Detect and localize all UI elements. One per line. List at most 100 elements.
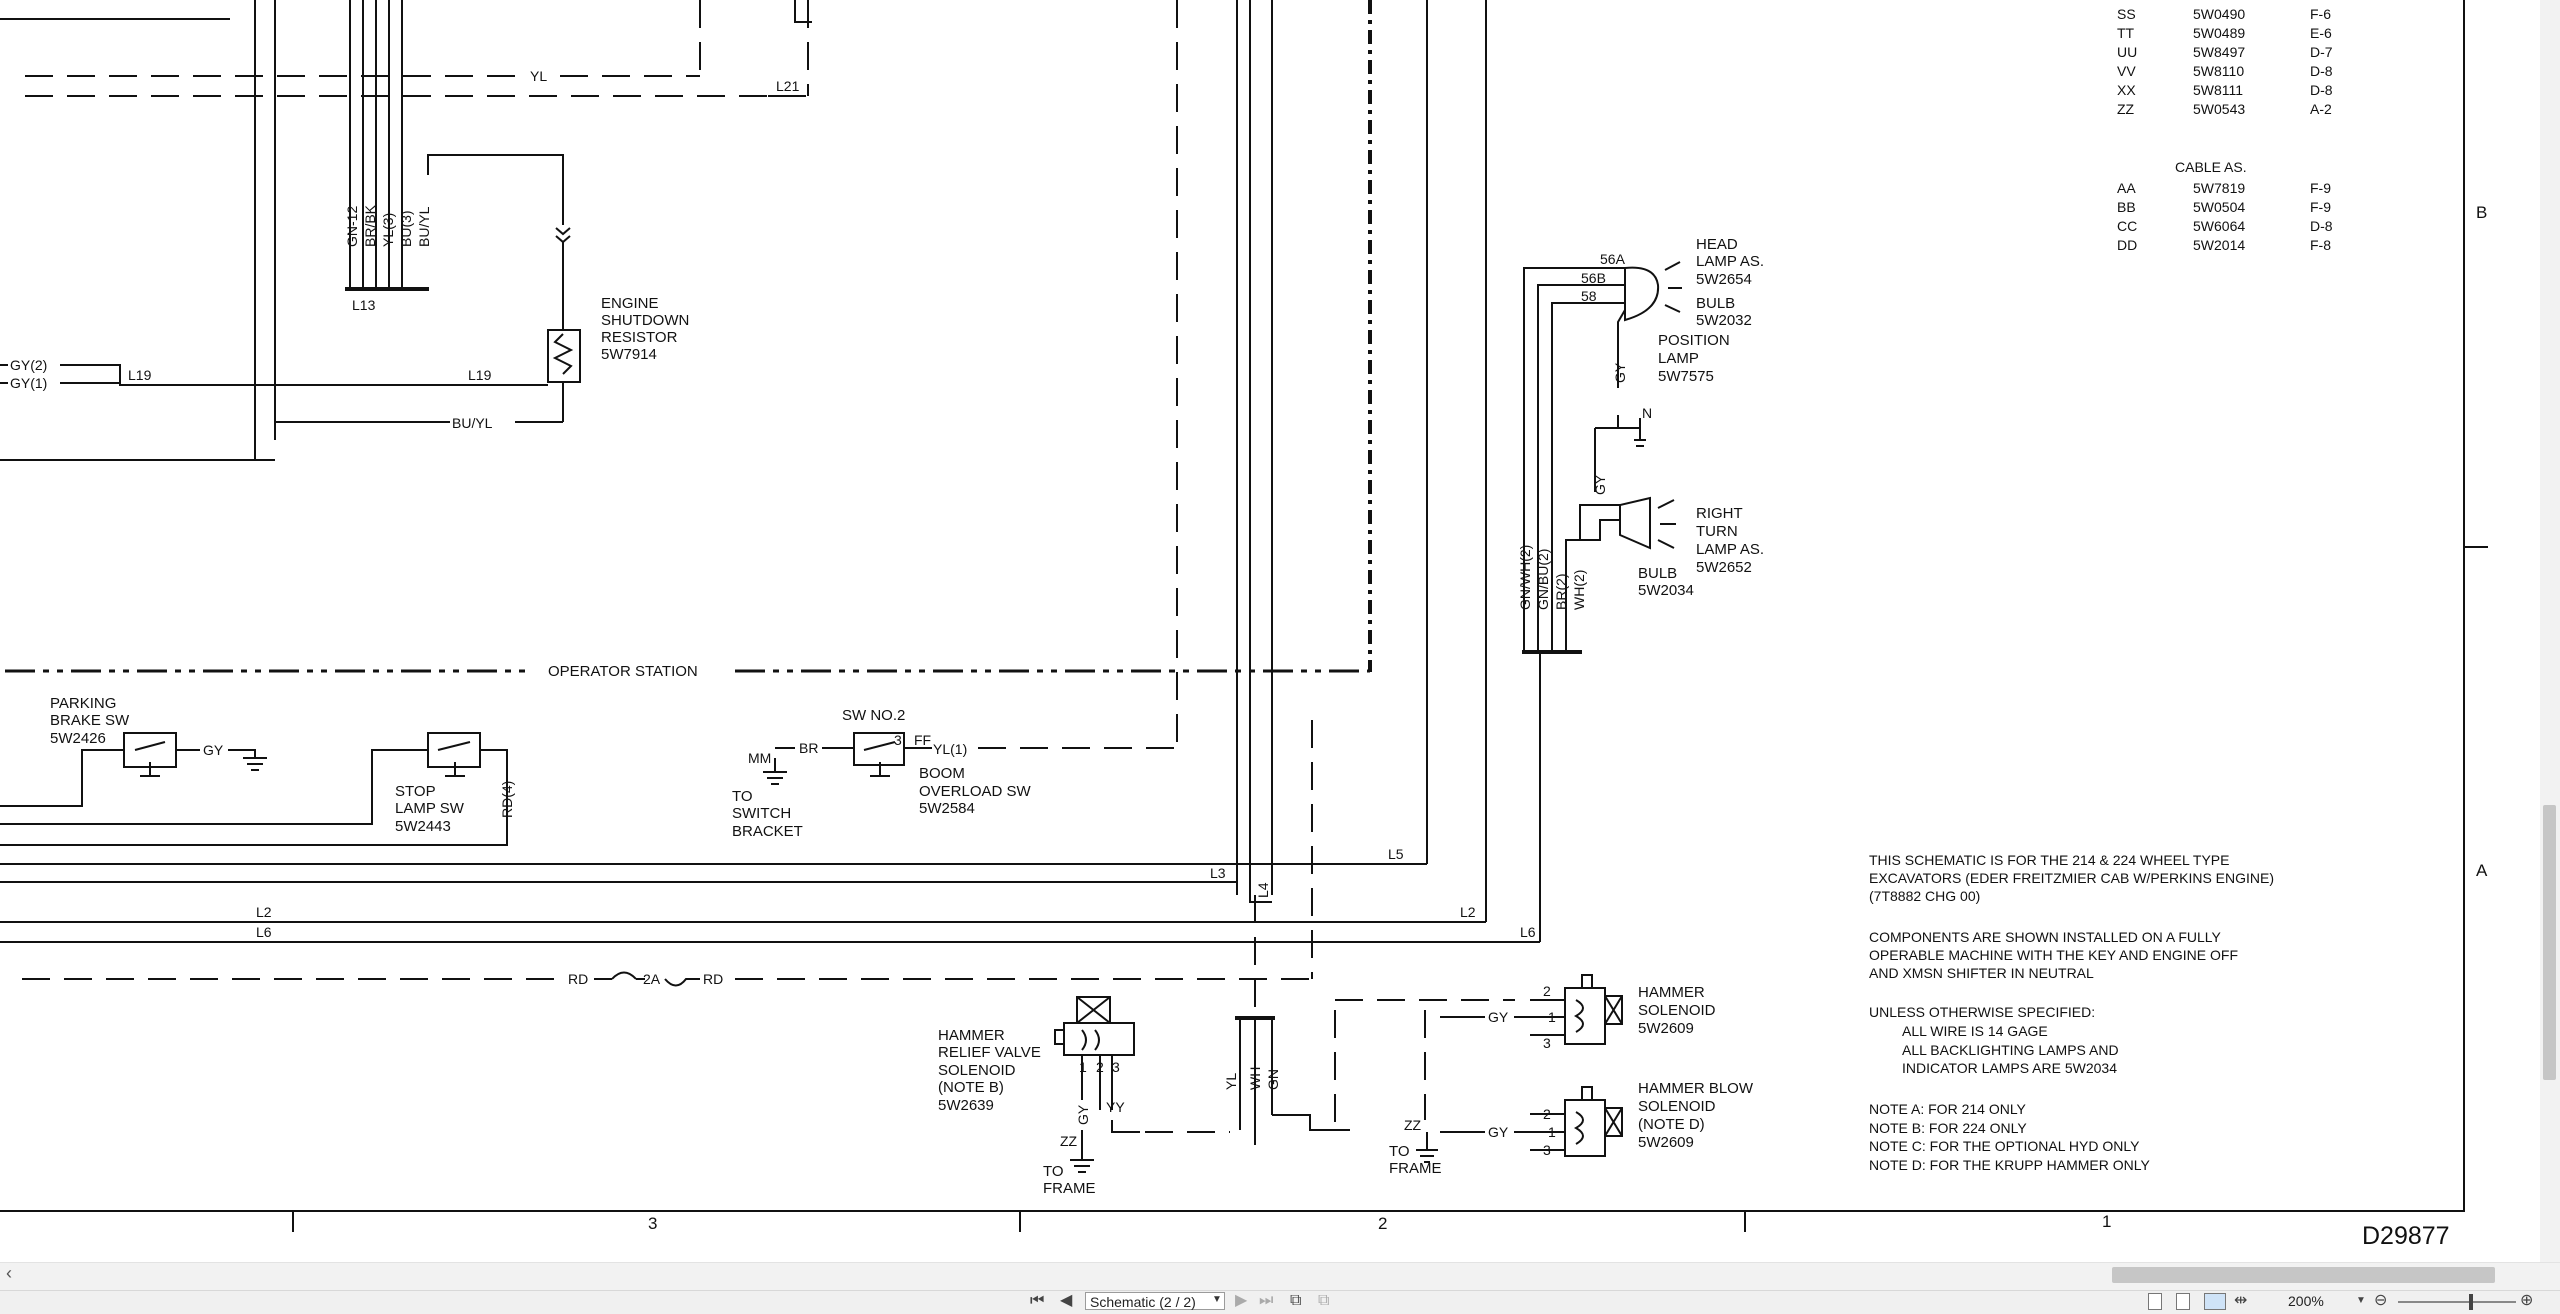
next-page-icon[interactable]: ▶	[1235, 1292, 1248, 1309]
to-frame-label-2: FRAME	[1389, 1160, 1442, 1177]
forward-view-icon[interactable]: ⧉	[1318, 1292, 1330, 1309]
note-line: NOTE C: FOR THE OPTIONAL HYD ONLY	[1869, 1138, 2140, 1154]
table-cell: AA	[2117, 180, 2136, 196]
wire-label-l6: L6	[256, 924, 272, 940]
fuse-label: 2A	[643, 971, 661, 987]
table-cell: 5W6064	[2193, 218, 2245, 234]
table-cell: F-6	[2310, 6, 2331, 22]
pin-label: 3	[1112, 1059, 1120, 1075]
hammer-relief-label: (NOTE B)	[938, 1079, 1004, 1096]
hammer-relief-label: SOLENOID	[938, 1062, 1016, 1079]
head-lamp-label: HEAD	[1696, 236, 1738, 253]
harness-label: WH	[1247, 1067, 1263, 1090]
zoom-dropdown-icon[interactable]: ▼	[2356, 1295, 2366, 1306]
connector-table: SS 5W0490 F-6 TT 5W0489 E-6 UU 5W8497 D-…	[2117, 6, 2333, 117]
wire-label-gy1: GY(1)	[10, 375, 47, 391]
table-cell: BB	[2117, 199, 2136, 215]
ground-icon	[1416, 1132, 1438, 1163]
switch-section: PARKING BRAKE SW 5W2426 GY RD(4) STOP LA…	[0, 695, 1177, 846]
zoom-slider[interactable]	[2398, 1301, 2516, 1303]
hammer-blow-label: (NOTE D)	[1638, 1116, 1705, 1133]
engine-shutdown-label: SHUTDOWN	[601, 312, 689, 329]
switch-bracket-label: TO	[732, 788, 753, 805]
table-cell: 5W2014	[2193, 237, 2245, 253]
zone-row-a: A	[2476, 861, 2488, 880]
wire-label-zz: ZZ	[1060, 1133, 1078, 1149]
first-page-icon[interactable]: ⏮	[1030, 1292, 1045, 1309]
parking-brake-label: BRAKE SW	[50, 712, 130, 729]
vertical-scroll-thumb[interactable]	[2543, 805, 2556, 1080]
hammer-section: HAMMER RELIEF VALVE SOLENOID (NOTE B) 5W…	[938, 974, 1754, 1197]
facing-pages-view-icon[interactable]	[2204, 1293, 2226, 1310]
harness-label: GN/BU(2)	[1535, 549, 1551, 610]
table-cell: D-8	[2310, 82, 2333, 98]
stop-lamp-switch-icon	[427, 732, 481, 768]
table-cell: CC	[2117, 218, 2137, 234]
wire-label-ff: FF	[914, 732, 931, 748]
table-cell: D-8	[2310, 63, 2333, 79]
last-page-icon[interactable]: ⏭	[1259, 1292, 1274, 1309]
hammer-solenoid-label: HAMMER	[1638, 984, 1705, 1001]
harness-label: BU(3)	[398, 210, 414, 247]
position-lamp-label: 5W7575	[1658, 368, 1714, 385]
scroll-left-arrow-icon[interactable]: ‹	[6, 1263, 12, 1283]
table-cell: XX	[2117, 82, 2136, 98]
chevron-down-icon[interactable]: ▼	[1212, 1294, 1222, 1305]
status-bar	[0, 1290, 2560, 1314]
harness-label: YL	[1223, 1073, 1239, 1090]
single-page-view-icon[interactable]	[2148, 1293, 2162, 1310]
engine-shutdown-label: ENGINE	[601, 295, 659, 312]
zoom-in-icon[interactable]: ⊕	[2520, 1292, 2534, 1309]
note-line: ALL WIRE IS 14 GAGE	[1902, 1023, 2048, 1039]
continuous-view-icon[interactable]	[2176, 1293, 2190, 1310]
wire-label-gy-hb: GY	[1488, 1124, 1509, 1140]
back-view-icon[interactable]: ⧉	[1290, 1292, 1302, 1309]
zoom-level[interactable]: 200%	[2288, 1293, 2324, 1309]
parking-brake-switch-icon	[123, 732, 177, 768]
right-turn-label: LAMP AS.	[1696, 541, 1764, 558]
previous-page-icon[interactable]: ◀	[1060, 1292, 1073, 1309]
zone-col-3: 3	[648, 1214, 657, 1233]
pin-label: 2	[1096, 1059, 1104, 1075]
head-lamp-label: LAMP AS.	[1696, 253, 1764, 270]
right-turn-label: 5W2652	[1696, 559, 1752, 576]
drawing-number: D29877	[2362, 1222, 2450, 1250]
wire-label-l5: L5	[1388, 846, 1404, 862]
wire-bus: L5 L3 L4 L2 L2 L6 L6 RD 2A RD	[0, 720, 1540, 1020]
wire-label-rd4: RD(4)	[499, 781, 515, 818]
zoom-slider-handle[interactable]	[2469, 1294, 2473, 1310]
wire-label-yy: YY	[1106, 1099, 1125, 1115]
wire-label-l2: L2	[256, 904, 272, 920]
note-line: (7T8882 CHG 00)	[1869, 888, 1980, 904]
engine-shutdown-label: 5W7914	[601, 346, 657, 363]
pin-label: 2	[1543, 983, 1551, 999]
parking-brake-label: 5W2426	[50, 730, 106, 747]
page-selector[interactable]: Schematic (2 / 2)	[1085, 1292, 1225, 1310]
table-cell: F-9	[2310, 180, 2331, 196]
hammer-blow-solenoid-icon	[1564, 1099, 1606, 1157]
table-cell: 5W7819	[2193, 180, 2245, 196]
hammer-solenoid-label: 5W2609	[1638, 1020, 1694, 1037]
split-view-icon[interactable]: ⇹	[2234, 1292, 2248, 1309]
harness-label: YL(3)	[380, 213, 396, 247]
zoom-out-icon[interactable]: ⊖	[2374, 1292, 2388, 1309]
wire-label-gy: GY	[203, 742, 224, 758]
wire-label-l3: L3	[1210, 865, 1226, 881]
table-cell: 5W8110	[2193, 63, 2244, 79]
hammer-blow-label: 5W2609	[1638, 1134, 1694, 1151]
hammer-relief-label: HAMMER	[938, 1027, 1005, 1044]
harness-label: BR(2)	[1553, 573, 1569, 610]
harness-label: GN/WH(2)	[1517, 545, 1533, 610]
hammer-blow-label: SOLENOID	[1638, 1098, 1716, 1115]
wire-label-zz2: ZZ	[1404, 1117, 1422, 1133]
horizontal-scroll-thumb[interactable]	[2112, 1267, 2495, 1283]
right-turn-label: TURN	[1696, 523, 1738, 540]
engine-shutdown-label: RESISTOR	[601, 329, 678, 346]
table-cell: F-8	[2310, 237, 2331, 253]
wire-label-gy-pos: GY	[1612, 362, 1628, 383]
pin-label: 1	[1548, 1009, 1556, 1025]
wire-label-gy2: GY(2)	[10, 357, 47, 373]
stop-lamp-label: 5W2443	[395, 818, 451, 835]
pin-label: 3	[1543, 1142, 1551, 1158]
table-cell: 5W0489	[2193, 25, 2245, 41]
